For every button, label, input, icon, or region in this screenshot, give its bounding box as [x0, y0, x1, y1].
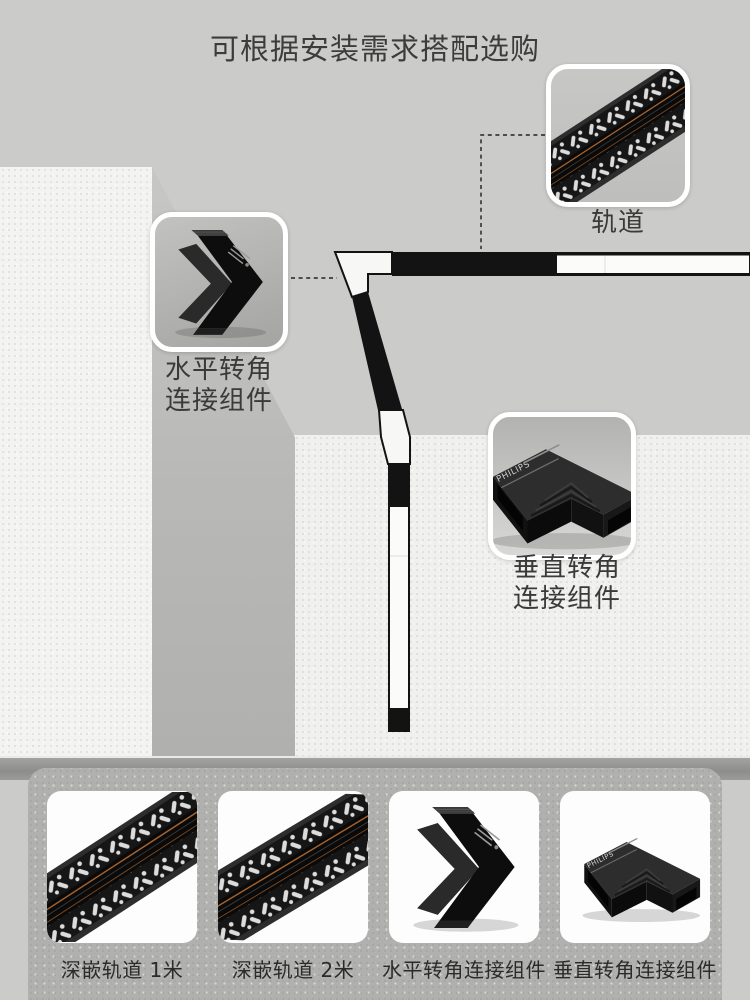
callout-label-track: 轨道: [590, 208, 645, 238]
page-title: 可根据安装需求搭配选购: [209, 32, 540, 66]
callout-card-vertical-corner: [488, 412, 636, 560]
product-strip-panel: 深嵌轨道 1米 深嵌轨道 2米 水平转角连接组件 垂直转角连接组件: [28, 768, 722, 1000]
recessed-track-icon: [47, 791, 197, 943]
horizontal-corner-connector-icon: [389, 791, 539, 943]
product-tile: [218, 791, 368, 943]
recessed-track-icon: [551, 69, 685, 202]
vertical-corner-connector-icon: [493, 417, 631, 555]
callout-label-line2: 连接组件: [512, 584, 621, 614]
product-item: 垂直转角连接组件: [551, 791, 719, 983]
recessed-track-icon: [218, 791, 368, 943]
horizontal-corner-connector-icon: [155, 217, 283, 347]
callout-card-horizontal-corner: [150, 212, 288, 352]
vertical-corner-connector-icon: [560, 791, 710, 943]
callout-card-track: [546, 64, 690, 207]
leader-line-track: [480, 134, 545, 249]
product-label: 垂直转角连接组件: [553, 958, 717, 982]
product-item: 水平转角连接组件: [380, 791, 548, 983]
product-label: 水平转角连接组件: [382, 958, 546, 982]
callout-label-horizontal-corner: 水平转角 连接组件: [139, 355, 299, 417]
pillar-front-face: [0, 167, 152, 757]
product-tile: [389, 791, 539, 943]
product-label: 深嵌轨道 1米: [60, 958, 184, 982]
callout-label-line1: 垂直转角: [512, 553, 621, 583]
product-label: 深嵌轨道 2米: [231, 958, 355, 982]
ceiling-corner-connector: [333, 251, 393, 299]
product-item: 深嵌轨道 2米: [209, 791, 377, 983]
ceiling-track: [333, 251, 750, 299]
callout-label-line1: 水平转角: [164, 355, 273, 385]
product-tile: [560, 791, 710, 943]
product-item: 深嵌轨道 1米: [38, 791, 206, 983]
product-tile: [47, 791, 197, 943]
callout-label-line2: 连接组件: [164, 386, 273, 416]
callout-label-vertical-corner: 垂直转角 连接组件: [487, 553, 647, 615]
